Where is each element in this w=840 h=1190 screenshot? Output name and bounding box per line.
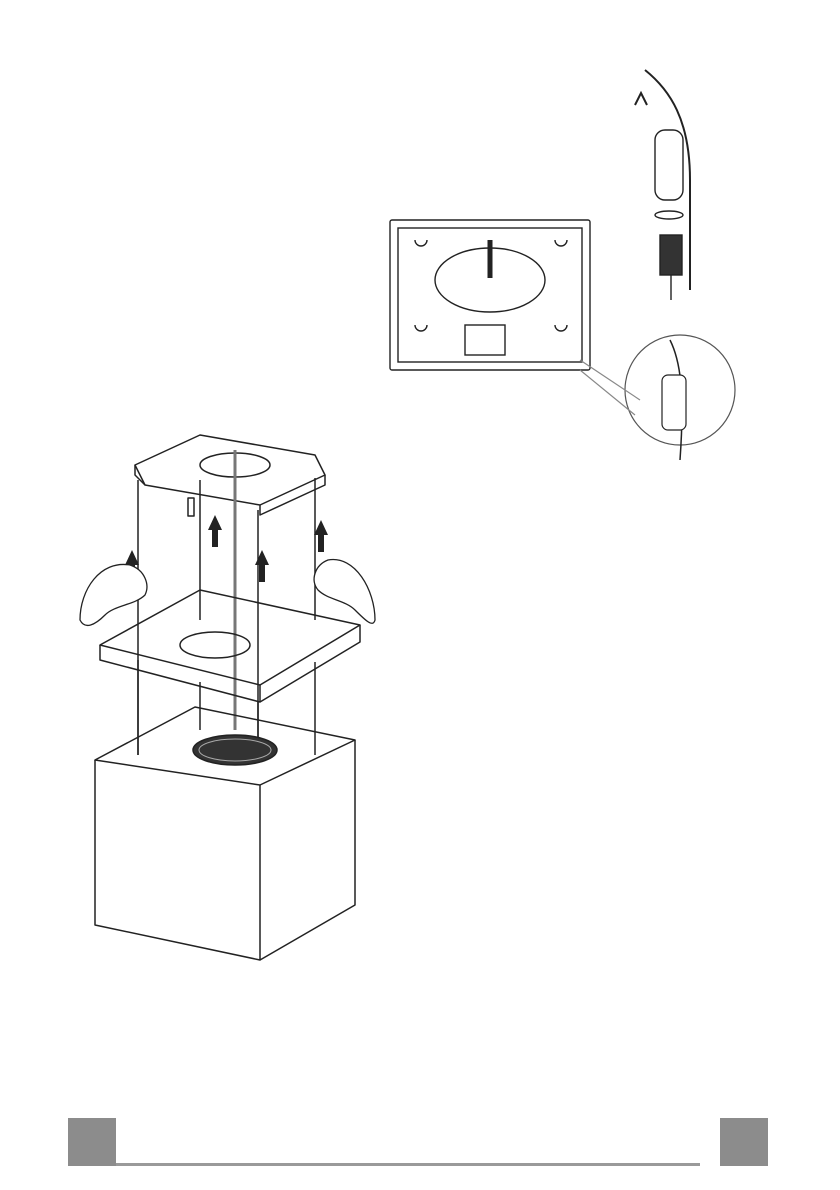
footer-left-tab [68, 1118, 116, 1166]
hood-cube-right [260, 740, 355, 960]
hands [80, 560, 375, 626]
up-arrow-icon [208, 515, 222, 547]
right-hand-icon [314, 560, 375, 624]
top-bracket-plate [135, 435, 325, 505]
cable-clamp-illustration [630, 60, 720, 310]
hood-assembly-illustration [70, 420, 400, 980]
detail-zoom-illustration [570, 320, 740, 470]
footer-rule [116, 1163, 700, 1166]
hood-cube-left [95, 760, 260, 960]
up-arrow-icon [255, 550, 269, 582]
footer-right-tab [720, 1118, 768, 1166]
left-hand-icon [80, 564, 147, 625]
lift-arrows [125, 515, 328, 582]
footer-bar [68, 1118, 768, 1168]
up-arrow-icon [314, 520, 328, 552]
